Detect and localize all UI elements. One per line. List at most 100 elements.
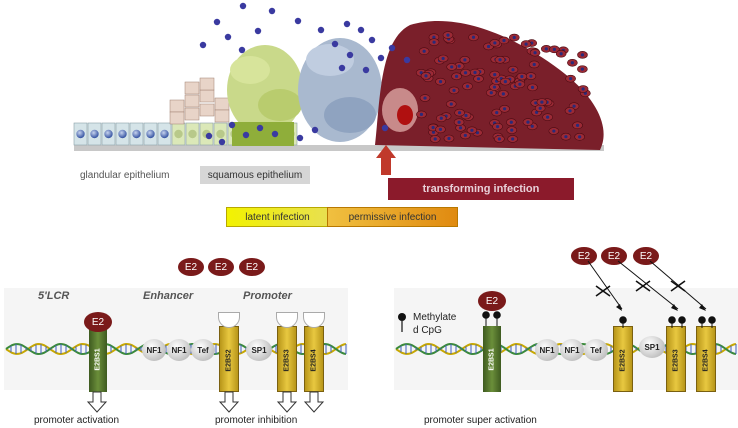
virion xyxy=(338,64,346,72)
squamous-label: squamous epithelium xyxy=(200,166,310,184)
cell-nucleus xyxy=(457,64,461,68)
cell-nucleus xyxy=(533,51,537,55)
e2-blocked-2: E2 xyxy=(601,247,627,265)
e2-free-3: E2 xyxy=(239,258,265,276)
factor-sp1-left: SP1 xyxy=(246,339,272,361)
down-arrow-inhibition-1 xyxy=(218,391,240,413)
cell-nucleus xyxy=(433,137,437,141)
cell-nucleus xyxy=(580,53,585,57)
cell-nucleus xyxy=(501,92,505,96)
cell-nucleus xyxy=(446,33,450,37)
stacked-cell xyxy=(184,94,200,108)
site-label: E2BS4 xyxy=(702,348,710,372)
stacked-cell xyxy=(184,107,200,121)
region-label-lcr: 5'LCR xyxy=(38,290,70,302)
cell-nucleus xyxy=(423,96,427,100)
region-label-enhancer: Enhancer xyxy=(143,290,194,302)
cell-nucleus xyxy=(458,126,463,130)
down-arrow-inhibition-2 xyxy=(276,391,298,413)
site-label: E2BS3 xyxy=(672,348,680,372)
cell-nucleus xyxy=(465,84,470,88)
cell-nucleus xyxy=(559,52,563,56)
factor-tef-left: Tef xyxy=(191,339,215,361)
basement-membrane xyxy=(74,145,604,151)
region-label-promoter: Promoter xyxy=(243,290,292,302)
cell-nucleus xyxy=(493,73,497,77)
outcome-arrows-left xyxy=(86,391,325,413)
cell-nucleus xyxy=(511,68,515,72)
virion xyxy=(388,44,396,52)
virion xyxy=(346,51,354,59)
virion xyxy=(331,40,339,48)
cell-nucleus xyxy=(463,58,467,62)
down-arrow-inhibition-3 xyxy=(303,391,325,413)
site-e2bs4-left: E2BS4 xyxy=(304,326,324,392)
site-label: E2BS3 xyxy=(283,348,291,372)
virion xyxy=(256,124,264,132)
site-label: E2BS4 xyxy=(310,348,318,372)
e2-free-1: E2 xyxy=(178,258,204,276)
virion xyxy=(242,131,250,139)
virion xyxy=(357,26,365,34)
e2-blocked-1: E2 xyxy=(571,247,597,265)
cell-nucleus xyxy=(552,129,556,133)
factor-sp1-right: SP1 xyxy=(639,336,665,358)
blocked-binding-arrows xyxy=(587,260,707,311)
cell-nucleus xyxy=(432,35,436,39)
cell-nucleus xyxy=(502,107,507,111)
stacked-cell xyxy=(214,97,230,111)
cell-nucleus xyxy=(463,133,467,138)
e2-bound-e2bs1-right: E2 xyxy=(478,291,506,311)
cell-nucleus xyxy=(511,137,515,141)
cell-nucleus xyxy=(104,129,113,139)
cell-nucleus xyxy=(518,82,522,86)
site-e2bs3-left: E2BS3 xyxy=(277,326,297,392)
cell-nucleus xyxy=(470,128,474,132)
site-e2bs1-right: E2BS1 xyxy=(483,326,501,392)
virion xyxy=(294,17,302,25)
cell-nucleus xyxy=(544,47,548,51)
virion xyxy=(224,33,232,41)
cell-nucleus xyxy=(76,129,85,139)
transforming-cells xyxy=(375,21,604,150)
cell-nucleus xyxy=(457,120,461,124)
virion xyxy=(268,7,276,15)
cell-nucleus xyxy=(457,111,462,115)
cell-nucleus xyxy=(512,35,516,40)
cell-nucleus xyxy=(503,80,507,84)
cell-nucleus xyxy=(431,130,436,134)
permissive-infection-bar: permissive infection xyxy=(327,207,458,227)
factor-nf1-b-right: NF1 xyxy=(560,339,584,361)
cell-nucleus xyxy=(532,62,536,67)
virion xyxy=(228,121,236,129)
stacked-cell xyxy=(199,103,215,117)
methylation-marks xyxy=(482,311,716,328)
stacked-cell xyxy=(199,77,215,91)
cell-nucleus xyxy=(132,129,141,139)
cell-nucleus xyxy=(540,100,544,104)
virion xyxy=(381,124,389,132)
site-e2bs3-right: E2BS3 xyxy=(666,326,686,392)
cpg-mark xyxy=(482,311,490,319)
cell-nucleus xyxy=(160,129,169,139)
cell-nucleus xyxy=(174,129,183,139)
stacked-cell xyxy=(169,111,185,125)
methylated-cpg-legend-icon xyxy=(398,313,406,332)
virion xyxy=(311,126,319,134)
virion xyxy=(271,130,279,138)
cell-nucleus xyxy=(510,128,514,132)
site-cup-e2bs4 xyxy=(303,312,325,328)
virion xyxy=(343,20,351,28)
cell-nucleus xyxy=(568,109,572,113)
cell-nucleus xyxy=(450,65,454,69)
cell-nucleus xyxy=(439,116,443,120)
cell-nucleus xyxy=(578,135,582,139)
cell-nucleus xyxy=(524,42,528,46)
stacked-cell xyxy=(214,109,230,123)
site-cup-e2bs3 xyxy=(276,312,298,328)
cell-nucleus xyxy=(538,106,542,110)
site-label: E2BS1 xyxy=(94,347,102,371)
cell-nucleus xyxy=(580,67,584,71)
cell-nucleus xyxy=(449,102,453,106)
cell-nucleus xyxy=(476,77,481,81)
